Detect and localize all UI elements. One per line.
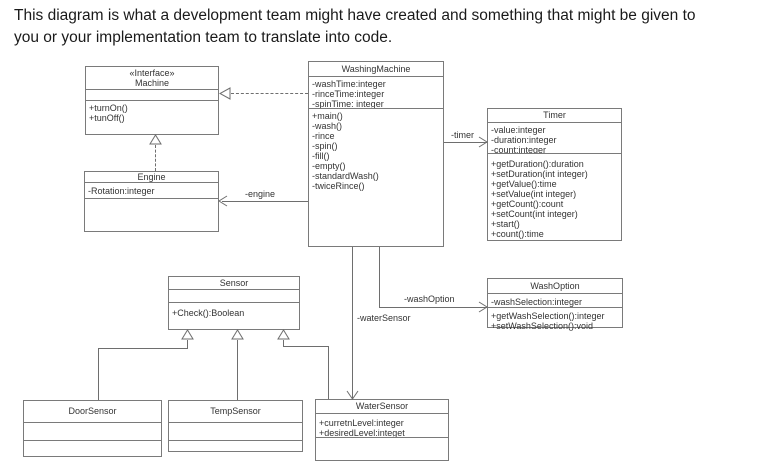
association-line-washoption-vertical xyxy=(379,247,380,307)
class-name: WaterSensor xyxy=(316,400,448,414)
class-box-watersensor: WaterSensor +curretnLevel:integer +desir… xyxy=(315,399,449,461)
association-label-timer: -timer xyxy=(451,130,474,140)
class-box-machine: «Interface» Machine +turnOn() +tunOff() xyxy=(85,66,219,135)
association-label-watersensor: -waterSensor xyxy=(357,313,411,323)
association-label-engine: -engine xyxy=(245,189,276,199)
methods-compartment xyxy=(85,199,218,201)
method-line: +setDuration(int integer) xyxy=(491,169,588,179)
method-line: -wash() xyxy=(312,121,343,131)
methods-compartment xyxy=(316,438,448,440)
realization-line-washingmachine-machine xyxy=(231,93,308,94)
method-line: -spin() xyxy=(312,141,338,151)
attributes-compartment xyxy=(24,423,161,441)
class-name: WashOption xyxy=(488,279,622,294)
method-line: -rince xyxy=(312,131,335,141)
class-box-engine: Engine -Rotation:integer xyxy=(84,171,219,232)
intro-text-line2: you or your implementation team to trans… xyxy=(14,29,393,46)
attribute-line: -value:integer xyxy=(491,125,546,135)
attribute-line: -washTime:integer xyxy=(312,79,386,89)
class-title-machine: «Interface» Machine xyxy=(86,67,218,90)
realization-arrowhead-icon xyxy=(149,134,162,145)
attributes-compartment xyxy=(86,90,218,101)
attributes-compartment: -washSelection:integer xyxy=(488,294,622,308)
open-arrowhead-icon xyxy=(218,195,228,207)
class-name: Sensor xyxy=(169,277,299,290)
intro-text: This diagram is what a development team … xyxy=(14,5,754,49)
generalization-line-doorsensor-3 xyxy=(98,348,99,400)
open-arrowhead-icon xyxy=(346,390,359,400)
association-line-washoption-horizontal xyxy=(379,307,487,308)
generalization-line-doorsensor-2 xyxy=(98,348,188,349)
class-box-doorsensor: DoorSensor xyxy=(23,400,162,457)
method-line: +getDuration():duration xyxy=(491,159,584,169)
methods-compartment: +getWashSelection():integer +setWashSele… xyxy=(488,308,622,331)
class-box-sensor: Sensor +Check():Boolean xyxy=(168,276,300,330)
attribute-line: -rinceTime:integer xyxy=(312,89,385,99)
method-line: +getValue():time xyxy=(491,179,557,189)
methods-compartment xyxy=(24,441,161,443)
generalization-line-tempsensor xyxy=(237,340,238,400)
realization-line-engine-machine xyxy=(155,145,156,171)
generalization-arrowhead-icon xyxy=(277,329,290,340)
class-name: TempSensor xyxy=(169,401,302,423)
class-name: Machine xyxy=(134,78,170,88)
method-line: +getWashSelection():integer xyxy=(491,311,605,321)
attribute-line: -spinTime: integer xyxy=(312,99,384,109)
generalization-line-watersensor-3 xyxy=(328,346,329,399)
attributes-compartment: -value:integer -duration:integer -count:… xyxy=(488,123,621,154)
generalization-arrowhead-icon xyxy=(181,329,194,340)
association-line-engine xyxy=(222,201,308,202)
method-line: +main() xyxy=(312,111,343,121)
method-line: +getCount():count xyxy=(491,199,564,209)
realization-arrowhead-icon xyxy=(219,87,231,100)
methods-compartment: +Check():Boolean xyxy=(169,303,299,318)
attribute-line: -count:integer xyxy=(491,145,547,154)
class-box-timer: Timer -value:integer -duration:integer -… xyxy=(487,108,622,241)
open-arrowhead-icon xyxy=(478,301,488,313)
attributes-compartment xyxy=(169,423,302,441)
association-label-washoption: -washOption xyxy=(404,294,455,304)
class-name: WashingMachine xyxy=(309,62,443,77)
attribute-line: -washSelection:integer xyxy=(491,297,583,307)
methods-compartment: +turnOn() +tunOff() xyxy=(86,101,218,123)
attributes-compartment: -washTime:integer -rinceTime:integer -sp… xyxy=(309,77,443,109)
method-line: -standardWash() xyxy=(312,171,379,181)
association-line-timer xyxy=(444,142,487,143)
generalization-line-watersensor-2 xyxy=(283,346,328,347)
attributes-compartment xyxy=(169,290,299,303)
open-arrowhead-icon xyxy=(478,136,488,148)
method-line: +setCount(int integer) xyxy=(491,209,578,219)
attribute-line: +curretnLevel:integer xyxy=(319,418,404,428)
intro-text-line1: This diagram is what a development team … xyxy=(14,7,696,24)
methods-compartment xyxy=(169,441,302,443)
method-line: +turnOn() xyxy=(89,103,128,113)
attributes-compartment: -Rotation:integer xyxy=(85,183,218,199)
attribute-line: -Rotation:integer xyxy=(88,186,155,196)
class-name: Engine xyxy=(85,172,218,183)
method-line: +setWashSelection():void xyxy=(491,321,593,331)
class-name: Timer xyxy=(488,109,621,123)
method-line: -empty() xyxy=(312,161,346,171)
attribute-line: -duration:integer xyxy=(491,135,557,145)
class-box-washoption: WashOption -washSelection:integer +getWa… xyxy=(487,278,623,331)
methods-compartment: +getDuration():duration +setDuration(int… xyxy=(488,154,621,239)
attribute-line: +desiredLevel:integet xyxy=(319,428,405,438)
class-name: DoorSensor xyxy=(24,401,161,423)
class-box-washingmachine: WashingMachine -washTime:integer -rinceT… xyxy=(308,61,444,247)
method-line: +Check():Boolean xyxy=(172,308,245,318)
attributes-compartment: +curretnLevel:integer +desiredLevel:inte… xyxy=(316,414,448,438)
method-line: -fill() xyxy=(312,151,330,161)
generalization-line-watersensor-1 xyxy=(283,340,284,346)
association-line-watersensor xyxy=(352,247,353,399)
method-line: +tunOff() xyxy=(89,113,125,123)
method-line: +count():time xyxy=(491,229,544,239)
method-line: +setValue(int integer) xyxy=(491,189,577,199)
generalization-arrowhead-icon xyxy=(231,329,244,340)
method-line: -twiceRince() xyxy=(312,181,365,191)
class-stereotype: «Interface» xyxy=(129,68,175,78)
generalization-line-doorsensor-1 xyxy=(187,340,188,348)
methods-compartment: +main() -wash() -rince -spin() -fill() -… xyxy=(309,109,443,191)
class-box-tempsensor: TempSensor xyxy=(168,400,303,452)
method-line: +start() xyxy=(491,219,520,229)
